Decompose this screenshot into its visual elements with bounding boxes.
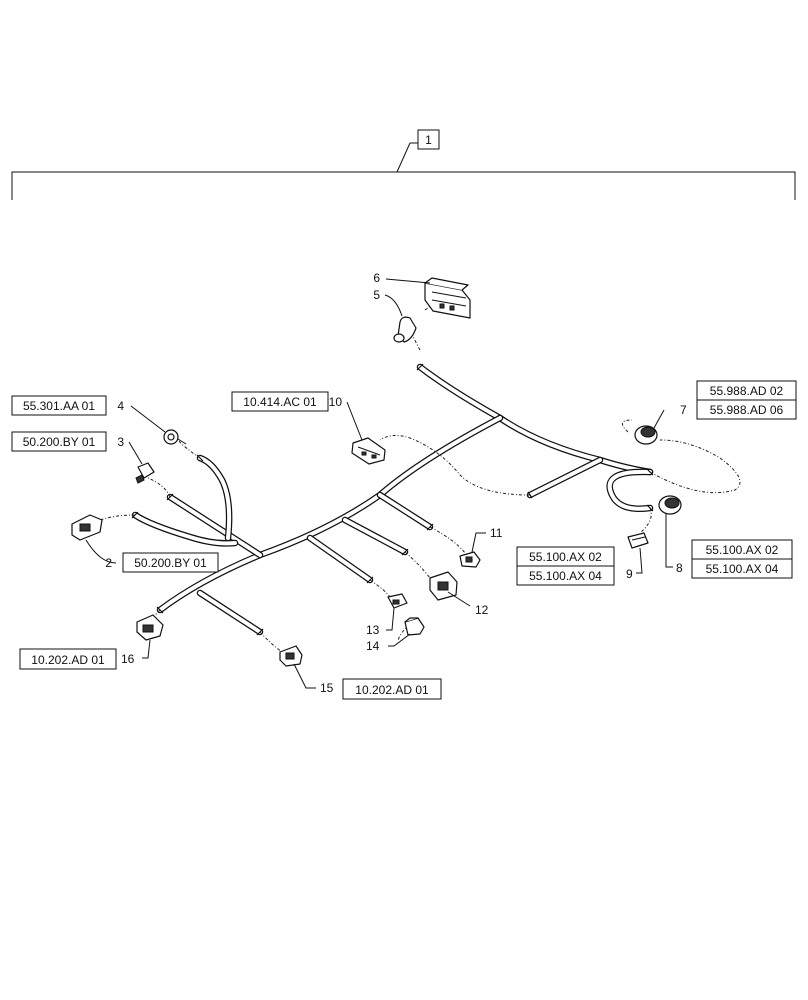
callout-11: 11 [490, 526, 503, 540]
part-13-connector [387, 593, 408, 609]
ref-part-9-b: 55.100.AX 04 [529, 569, 602, 583]
callout-6: 6 [373, 271, 380, 285]
callout-13: 13 [366, 623, 380, 637]
ref-part-3: 50.200.BY 01 [23, 435, 96, 449]
callout-15: 15 [320, 681, 334, 695]
callout-numbers: 6 5 4 3 2 10 7 8 9 11 12 13 14 15 16 [105, 271, 687, 695]
callout-5: 5 [373, 288, 380, 302]
callout-9: 9 [626, 567, 633, 581]
part-12-connector [429, 571, 458, 601]
assembly-bracket: 1 [11, 129, 796, 200]
ref-part-10: 10.414.AC 01 [243, 395, 317, 409]
ref-part-7-b: 55.988.AD 06 [710, 403, 784, 417]
ref-part-8-a: 55.100.AX 02 [706, 543, 779, 557]
callout-14: 14 [366, 639, 380, 653]
part-9-connector [627, 532, 649, 549]
part-7-cap [634, 425, 658, 445]
callout-7: 7 [680, 403, 687, 417]
ref-part-2: 50.200.BY 01 [134, 556, 207, 570]
callout-3: 3 [117, 435, 124, 449]
part-5-elbow-boot [393, 316, 417, 343]
part-14-connector [404, 617, 425, 636]
ref-part-7-a: 55.988.AD 02 [710, 384, 784, 398]
callout-8: 8 [676, 561, 683, 575]
part-16-connector [136, 614, 164, 641]
ref-part-4: 55.301.AA 01 [23, 399, 95, 413]
callout-2: 2 [105, 556, 112, 570]
reference-labels: 55.301.AA 01 50.200.BY 01 50.200.BY 01 1… [11, 380, 797, 700]
part-8-cap [658, 495, 682, 515]
harness-wires [131, 363, 654, 636]
ref-part-9-a: 55.100.AX 02 [529, 550, 602, 564]
ref-part-8-b: 55.100.AX 04 [706, 562, 779, 576]
part-10-connector [351, 437, 386, 465]
leader-lines [85, 278, 673, 689]
part-15-connector [279, 645, 303, 667]
ref-part-16: 10.202.AD 01 [31, 653, 105, 667]
ref-part-15: 10.202.AD 01 [355, 683, 429, 697]
part-4-ring-terminal [163, 429, 187, 445]
part-3-sensor-connector [135, 462, 155, 484]
callout-16: 16 [121, 652, 135, 666]
callout-10: 10 [329, 395, 343, 409]
callout-1: 1 [425, 133, 432, 147]
part-6-multi-pin-connector [424, 277, 471, 319]
callout-12: 12 [475, 603, 489, 617]
part-11-connector [459, 551, 481, 568]
part-2-connector [71, 514, 103, 541]
callout-4: 4 [117, 399, 124, 413]
